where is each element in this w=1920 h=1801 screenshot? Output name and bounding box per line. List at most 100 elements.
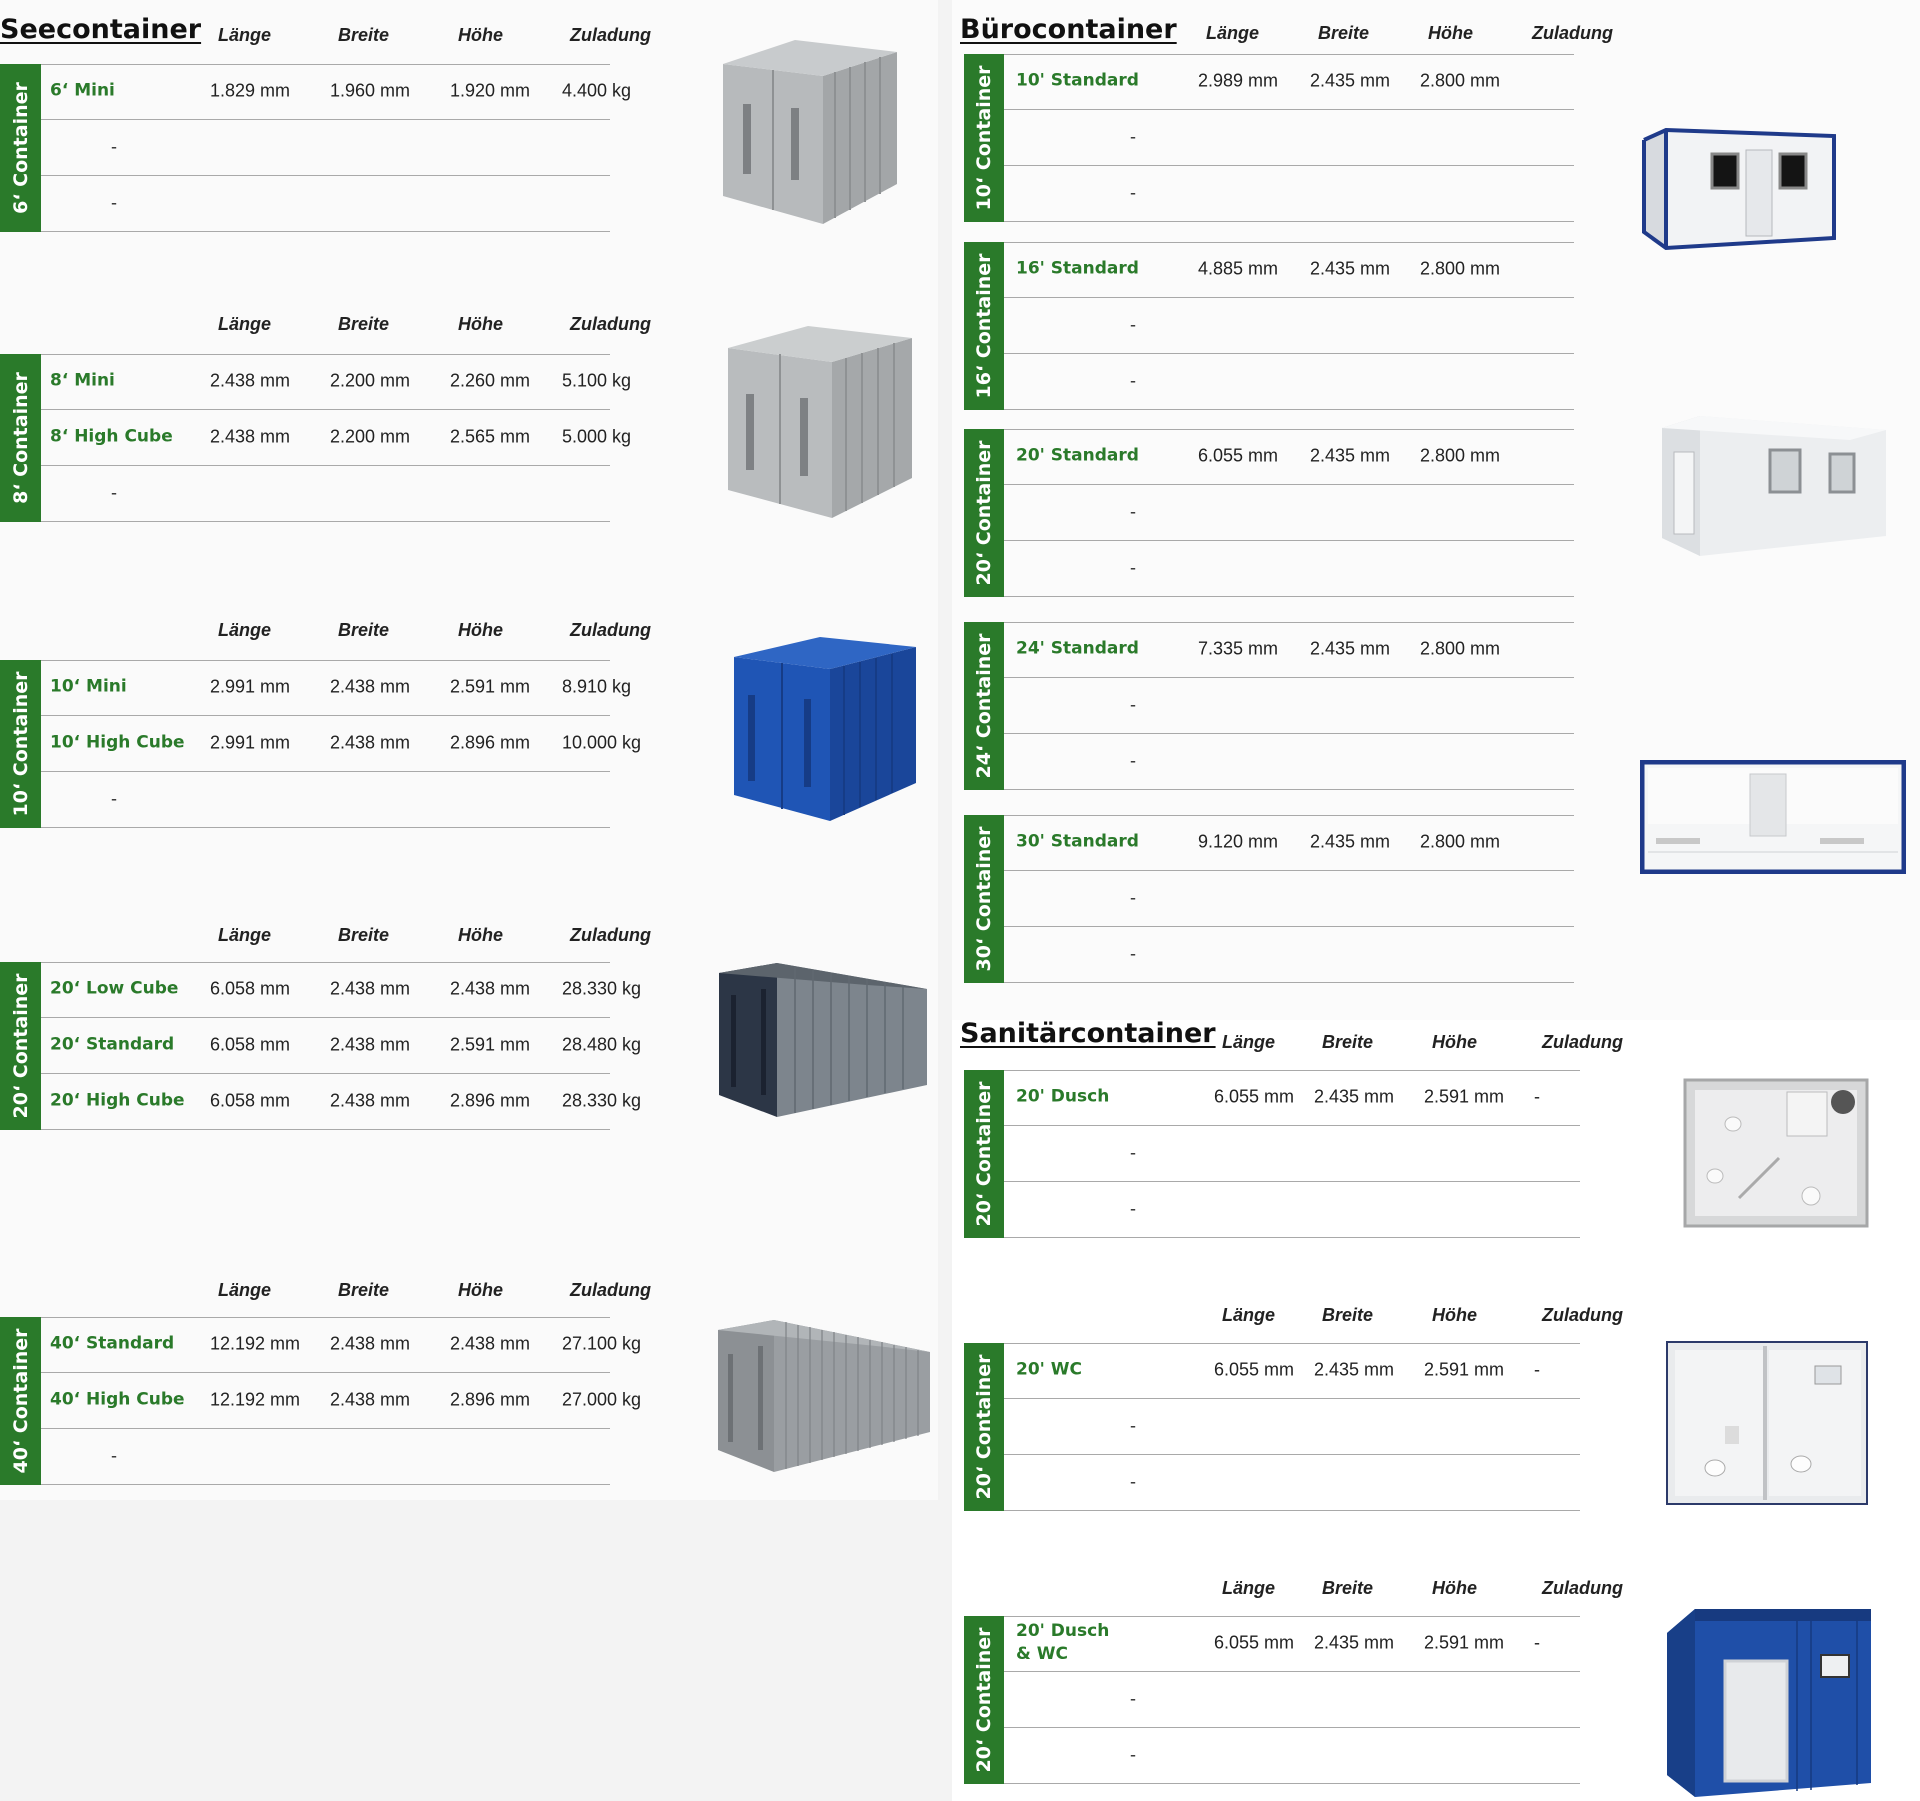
value-zuladung: - [1534, 1359, 1540, 1380]
group-label-bar: 20‘ Container [964, 1616, 1004, 1784]
group-label: 20‘ Container [973, 1354, 995, 1500]
column-header-hoehe: Höhe [1432, 1578, 1477, 1598]
group-label-bar: 20‘ Container [964, 1070, 1004, 1238]
group-top-rule [1004, 242, 1574, 243]
group-top-rule [1004, 1070, 1580, 1071]
table-row: - [1004, 298, 1574, 354]
column-header-laenge: Länge [1206, 23, 1260, 43]
empty-row-dash: - [1130, 887, 1136, 908]
value-laenge: 4.885 mm [1198, 258, 1279, 279]
value-laenge: 2.438 mm [210, 370, 291, 391]
column-header-zuladung: Zuladung [1542, 1578, 1623, 1598]
value-zuladung: - [1534, 1086, 1540, 1107]
value-zuladung: 28.480 kg [562, 1034, 642, 1055]
group-label: 24‘ Container [973, 633, 995, 779]
container-name: 20' WC [1016, 1359, 1083, 1380]
container-8-image [728, 326, 912, 518]
value-breite: 2.435 mm [1314, 1632, 1395, 1653]
value-laenge: 6.055 mm [1198, 445, 1279, 466]
group-label-bar: 24‘ Container [964, 622, 1004, 790]
value-laenge: 6.058 mm [210, 1090, 291, 1111]
empty-row-dash: - [1130, 126, 1136, 147]
column-header-hoehe: Höhe [1428, 23, 1473, 43]
container-name: 24' Standard [1016, 638, 1139, 659]
empty-row-dash: - [111, 788, 117, 809]
value-zuladung: 28.330 kg [562, 978, 642, 999]
value-hoehe: 2.800 mm [1420, 831, 1501, 852]
column-header-zuladung: Zuladung [1532, 23, 1613, 43]
value-zuladung: - [1534, 1632, 1540, 1653]
container-name: 8‘ High Cube [50, 426, 173, 447]
value-laenge: 7.335 mm [1198, 638, 1279, 659]
table-row: - [1004, 1672, 1580, 1728]
group-label: 20‘ Container [9, 973, 32, 1119]
container-name: 40‘ Standard [50, 1333, 175, 1354]
table-row: - [1004, 1455, 1580, 1511]
group-label-bar: 30‘ Container [964, 815, 1004, 983]
sanitary-shower-wc-image [1667, 1609, 1871, 1797]
container-40-image [718, 1320, 930, 1472]
office-container-10-image [1642, 128, 1836, 251]
column-header-breite: Breite [1322, 1305, 1374, 1325]
empty-row-dash: - [111, 192, 117, 213]
container-name: 20' Standard [1016, 445, 1139, 466]
column-header-laenge: Länge [218, 25, 272, 45]
column-header-zuladung: Zuladung [570, 620, 651, 640]
table-row: - [1004, 541, 1574, 597]
value-hoehe: 2.800 mm [1420, 445, 1501, 466]
column-header-breite: Breite [1322, 1032, 1374, 1052]
column-header-laenge: Länge [218, 620, 272, 640]
column-header-laenge: Länge [218, 314, 272, 334]
group-top-rule [41, 64, 610, 65]
value-laenge: 2.991 mm [210, 676, 291, 697]
value-breite: 2.438 mm [330, 1333, 411, 1354]
column-header-laenge: Länge [218, 925, 272, 945]
empty-row-dash: - [111, 136, 117, 157]
value-laenge: 6.055 mm [1214, 1359, 1295, 1380]
office-title: Bürocontainer [960, 14, 1177, 45]
table-row: - [1004, 871, 1574, 927]
column-header-zuladung: Zuladung [570, 1280, 651, 1300]
container-name: 8‘ Mini [50, 370, 115, 391]
column-header-breite: Breite [338, 1280, 390, 1300]
empty-row-dash: - [1130, 182, 1136, 203]
value-laenge: 6.055 mm [1214, 1086, 1295, 1107]
group-label: 16‘ Container [973, 253, 995, 399]
value-laenge: 2.989 mm [1198, 70, 1279, 91]
value-hoehe: 2.800 mm [1420, 70, 1501, 91]
empty-row-dash: - [111, 482, 117, 503]
value-hoehe: 2.896 mm [450, 732, 531, 753]
table-row: - [1004, 485, 1574, 541]
value-laenge: 2.438 mm [210, 426, 291, 447]
value-zuladung: 27.100 kg [562, 1333, 642, 1354]
value-zuladung: 28.330 kg [562, 1090, 642, 1111]
column-header-zuladung: Zuladung [1542, 1305, 1623, 1325]
group-label: 10‘ Container [9, 671, 32, 817]
group-label: 20‘ Container [973, 1627, 995, 1773]
value-laenge: 12.192 mm [210, 1389, 301, 1410]
column-header-hoehe: Höhe [1432, 1305, 1477, 1325]
table-row: - [41, 176, 610, 232]
container-name: 10‘ High Cube [50, 732, 185, 753]
table-row: - [1004, 166, 1574, 222]
value-hoehe: 2.591 mm [450, 676, 531, 697]
value-breite: 2.438 mm [330, 732, 411, 753]
table-row: - [1004, 354, 1574, 410]
value-hoehe: 2.800 mm [1420, 258, 1501, 279]
group-top-rule [41, 660, 610, 661]
